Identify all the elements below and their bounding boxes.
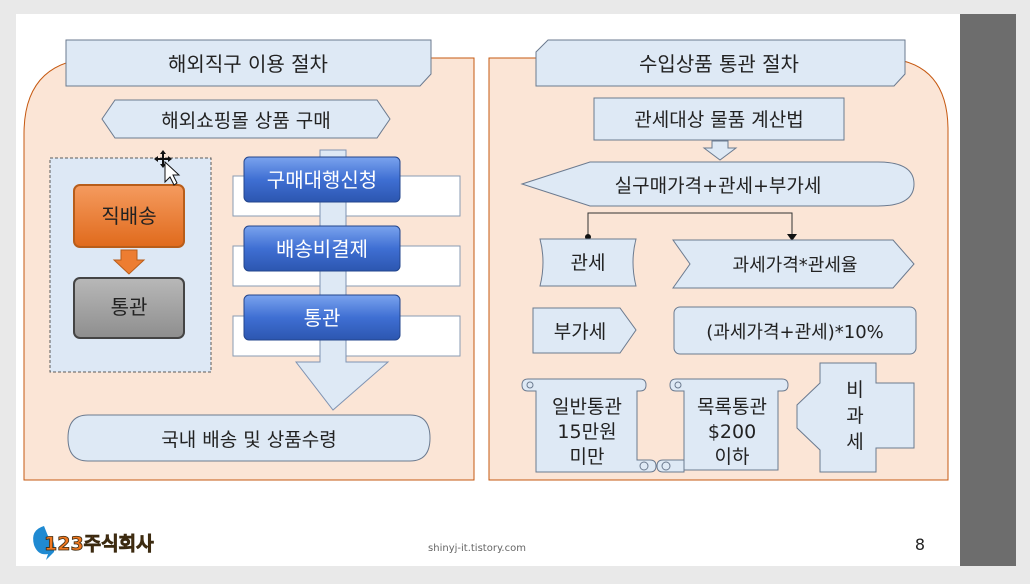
left-title: 해외직구 이용 절차 bbox=[168, 52, 328, 76]
right-sidebar bbox=[960, 14, 1016, 566]
duty-box bbox=[539, 238, 637, 287]
page-number: 8 bbox=[915, 535, 925, 554]
list-scroll bbox=[656, 378, 789, 473]
left-title-box bbox=[65, 39, 432, 87]
duty-label: 관세 bbox=[571, 252, 606, 274]
general-line-2: 15만원 bbox=[557, 421, 616, 443]
formula-box bbox=[520, 161, 915, 207]
logo-text: 123주식회사 bbox=[44, 533, 154, 555]
list-line-2: $200 bbox=[708, 421, 756, 443]
general-line-3: 미만 bbox=[570, 446, 605, 468]
customs-box-text: 통관 bbox=[111, 295, 148, 319]
step-button-2[interactable] bbox=[243, 225, 401, 272]
connector-line bbox=[587, 212, 793, 238]
step-button-1[interactable] bbox=[243, 156, 401, 203]
step-text-1: 구매대행신청 bbox=[267, 168, 377, 192]
step-text-2: 배송비결제 bbox=[276, 237, 368, 261]
nontax-box bbox=[796, 362, 915, 473]
connector-arrow-icon bbox=[787, 234, 797, 241]
calc-box bbox=[593, 97, 845, 141]
list-line-3: 이하 bbox=[715, 446, 750, 468]
vat-label: 부가세 bbox=[554, 321, 606, 343]
formula-text: 실구매가격+관세+부가세 bbox=[615, 175, 822, 197]
company-logo: 123주식회사 bbox=[33, 526, 155, 560]
nontax-char-1: 비 bbox=[846, 379, 863, 401]
customs-box[interactable] bbox=[73, 277, 185, 339]
shop-box bbox=[101, 99, 391, 139]
shop-text: 해외쇼핑몰 상품 구매 bbox=[161, 110, 330, 132]
move-cursor-icon bbox=[154, 150, 181, 186]
calc-arrow-icon bbox=[702, 140, 738, 161]
footer-url: shinyj-it.tistory.com bbox=[428, 543, 526, 554]
step-button-3[interactable] bbox=[243, 294, 401, 341]
right-title: 수입상품 통관 절차 bbox=[639, 52, 799, 76]
vat-formula-box bbox=[673, 306, 917, 355]
direct-ship-text: 직배송 bbox=[101, 204, 156, 228]
nontax-char-3: 세 bbox=[846, 431, 863, 453]
nontax-char-2: 과 bbox=[846, 405, 863, 427]
general-line-1: 일반통관 bbox=[552, 396, 622, 418]
down-arrow-icon bbox=[112, 249, 146, 275]
vat-formula-text: (과세가격+관세)*10% bbox=[706, 322, 884, 343]
step-text-3: 통관 bbox=[304, 306, 341, 330]
list-line-1: 목록통관 bbox=[697, 396, 767, 418]
direct-ship-box[interactable] bbox=[73, 184, 185, 248]
duty-formula-text: 과세가격*관세율 bbox=[733, 255, 858, 276]
vat-box bbox=[532, 307, 637, 354]
right-title-box bbox=[535, 39, 906, 87]
calc-text: 관세대상 물품 계산법 bbox=[634, 109, 803, 131]
domestic-text: 국내 배송 및 상품수령 bbox=[161, 429, 336, 451]
domestic-box bbox=[67, 414, 431, 462]
duty-formula-box bbox=[672, 239, 915, 289]
general-scroll bbox=[521, 378, 657, 473]
